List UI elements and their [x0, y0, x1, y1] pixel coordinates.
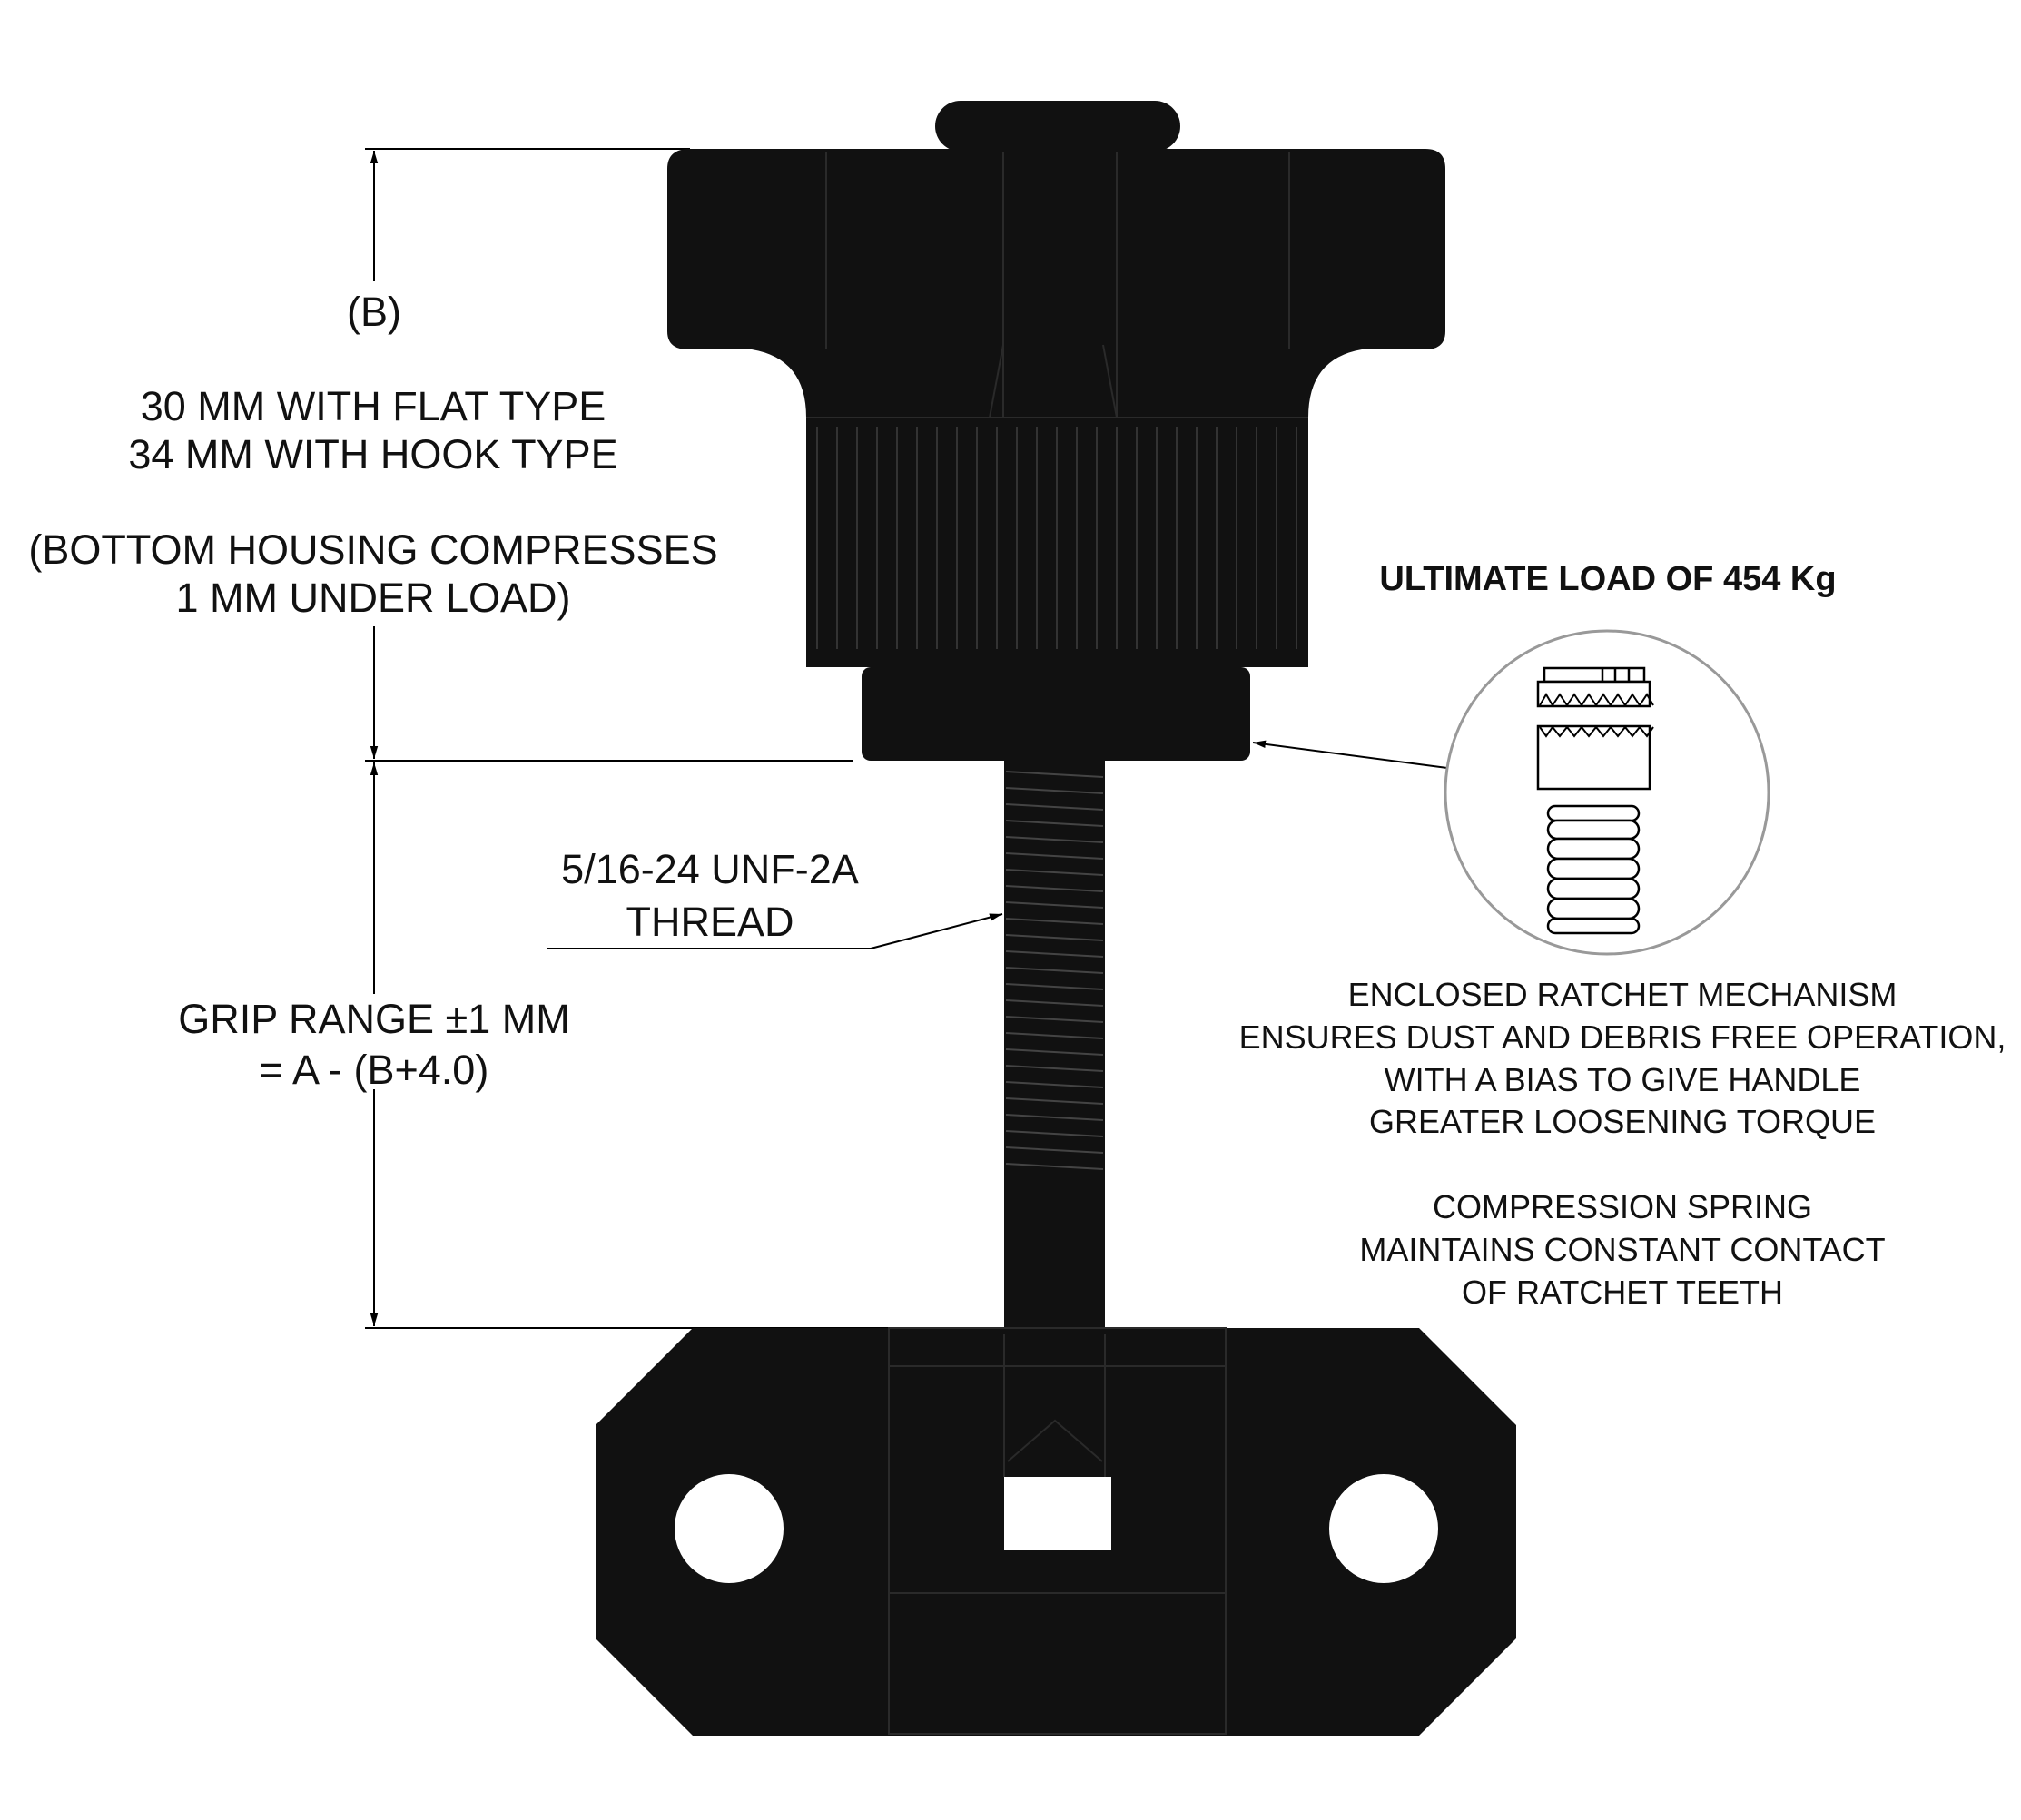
mounting-hole-left — [675, 1474, 784, 1583]
spring-note: MAINTAINS CONSTANT CONTACT — [1359, 1231, 1885, 1268]
thread-line — [1005, 1097, 1104, 1105]
thread-line — [1005, 1163, 1104, 1170]
thread-line — [1005, 1032, 1104, 1039]
knob-handle: (function(){ const g=document.currentScr… — [667, 101, 1445, 761]
thread-line — [1005, 967, 1104, 974]
thread-line — [1005, 869, 1104, 876]
thread-line — [1005, 1130, 1104, 1137]
slot — [1004, 1477, 1111, 1550]
ratchet-note: ENSURES DUST AND DEBRIS FREE OPERATION, — [1239, 1018, 2006, 1056]
mounting-hole-right — [1329, 1474, 1438, 1583]
thread-line — [1005, 983, 1104, 990]
housing-note-line1: (BOTTOM HOUSING COMPRESSES — [28, 526, 717, 573]
thread-line — [1005, 1146, 1104, 1154]
thread-line — [1005, 1081, 1104, 1088]
thread-line — [1005, 1065, 1104, 1072]
thread-line — [1005, 787, 1104, 794]
knob-cap — [935, 101, 1180, 152]
dimension-b-hook: 34 MM WITH HOOK TYPE — [128, 431, 617, 477]
thread-line — [1005, 918, 1104, 925]
thread-line — [1005, 950, 1104, 958]
thread-line — [1005, 1016, 1104, 1023]
inset-circle — [1444, 629, 1770, 956]
thread-line — [1005, 852, 1104, 860]
knurling: (function(){ const g=document.currentScr… — [816, 427, 1297, 649]
thread-line — [1005, 1048, 1104, 1056]
annotations: (B) 30 MM WITH FLAT TYPE 34 MM WITH HOOK… — [28, 289, 2006, 1311]
ultimate-load: ULTIMATE LOAD OF 454 Kg — [1379, 560, 1836, 598]
bottom-housing — [862, 667, 1250, 761]
compression-spring — [1546, 804, 1641, 935]
thread-line — [1005, 999, 1104, 1007]
ratchet-note: WITH A BIAS TO GIVE HANDLE — [1385, 1061, 1861, 1098]
thread-line — [1005, 836, 1104, 843]
thread-spec: 5/16-24 UNF-2A — [561, 846, 859, 892]
thread-line — [1005, 820, 1104, 827]
spring-note: COMPRESSION SPRING — [1433, 1188, 1812, 1225]
thread-line — [1005, 885, 1104, 892]
spring-note: OF RATCHET TEETH — [1462, 1274, 1783, 1311]
ratchet-inset — [1444, 629, 1770, 956]
thread-line — [1005, 1114, 1104, 1121]
lower-ratchet — [1536, 724, 1651, 791]
thread-line — [1005, 771, 1104, 778]
housing-note-line2: 1 MM UNDER LOAD) — [175, 575, 570, 621]
ratchet-note: ENCLOSED RATCHET MECHANISM — [1348, 976, 1898, 1013]
thread-line — [1005, 934, 1104, 941]
dimension-b-flat: 30 MM WITH FLAT TYPE — [141, 383, 606, 429]
dimension-b-label: (B) — [347, 289, 401, 335]
thread-label: THREAD — [626, 899, 794, 945]
ratchet-note: GREATER LOOSENING TORQUE — [1369, 1103, 1876, 1140]
thread-line — [1005, 901, 1104, 909]
base-plate — [596, 1327, 1516, 1736]
grip-formula: = A - (B+4.0) — [260, 1047, 489, 1093]
grip-range: GRIP RANGE ±1 MM — [178, 996, 569, 1042]
thread-line — [1005, 803, 1104, 811]
